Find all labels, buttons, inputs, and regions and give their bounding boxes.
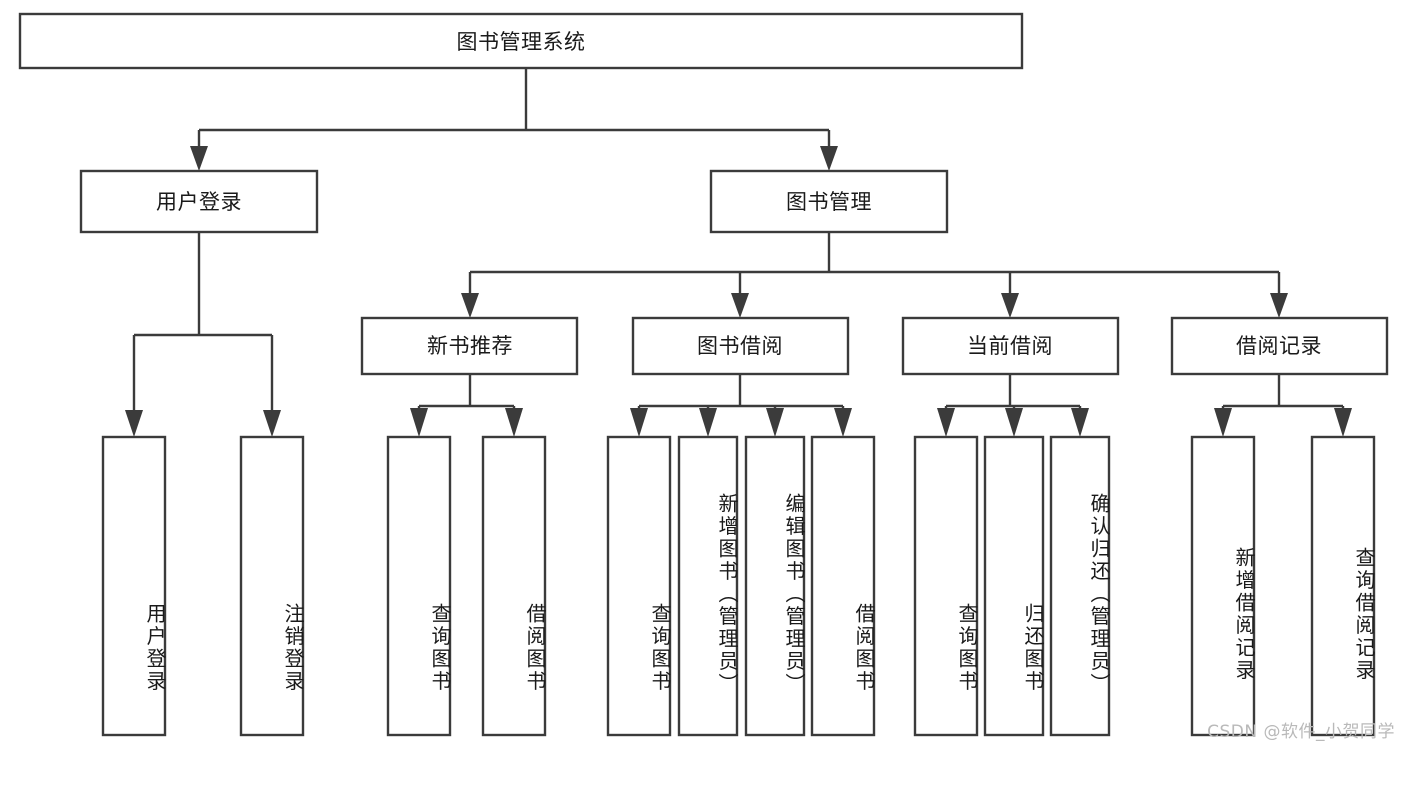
node-user-login-label: 用户登录 bbox=[156, 190, 242, 214]
csdn-watermark: CSDN @软件_小贺同学 bbox=[1207, 722, 1395, 742]
connector-group-book-borrow bbox=[630, 374, 852, 437]
node-user-login-box[interactable] bbox=[79, 169, 319, 234]
diagram-canvas: 图书管理系统 用户登录 图书管理 新书推荐 图书借阅 当前借阅 借阅记录 bbox=[18, 12, 1395, 742]
arrow-head-user-login bbox=[190, 146, 208, 171]
leaf-borrow-book-recommend-box[interactable] bbox=[481, 435, 547, 737]
node-root-box[interactable] bbox=[18, 12, 1024, 70]
leaf-query-book-current-box[interactable] bbox=[913, 435, 979, 737]
leaf-boxes bbox=[101, 435, 1376, 737]
arrow-head-leaf-add-borrow-record bbox=[1214, 408, 1232, 437]
connector-group-new-book-recommend bbox=[410, 374, 523, 437]
node-book-management-box[interactable] bbox=[709, 169, 949, 234]
node-new-book-recommend[interactable]: 新书推荐 bbox=[360, 316, 579, 376]
arrow-head-borrow-record bbox=[1270, 293, 1288, 318]
node-new-book-recommend-label: 新书推荐 bbox=[427, 334, 513, 358]
leaf-return-book-box[interactable] bbox=[983, 435, 1045, 737]
leaf-logout-login-box[interactable] bbox=[239, 435, 305, 737]
node-book-management[interactable]: 图书管理 bbox=[709, 169, 949, 234]
arrow-head-leaf-borrow-book bbox=[834, 408, 852, 437]
node-root-label: 图书管理系统 bbox=[457, 30, 586, 54]
node-root[interactable]: 图书管理系统 bbox=[18, 12, 1024, 70]
arrow-head-book-borrow bbox=[731, 293, 749, 318]
arrow-head-leaf-confirm-return-admin bbox=[1071, 408, 1089, 437]
arrow-head-current-borrow bbox=[1001, 293, 1019, 318]
node-borrow-record-box[interactable] bbox=[1170, 316, 1389, 376]
arrow-head-leaf-add-book-admin bbox=[699, 408, 717, 437]
leaf-add-book-admin-box[interactable] bbox=[677, 435, 739, 737]
arrow-head-leaf-query-book-current bbox=[937, 408, 955, 437]
leaf-query-book-borrow-box[interactable] bbox=[606, 435, 672, 737]
hierarchy-diagram: 图书管理系统 用户登录 图书管理 新书推荐 图书借阅 当前借阅 借阅记录 bbox=[18, 12, 1389, 737]
leaf-add-borrow-record-box[interactable] bbox=[1190, 435, 1256, 737]
node-book-borrow-label: 图书借阅 bbox=[697, 334, 783, 358]
node-current-borrow-label: 当前借阅 bbox=[967, 334, 1053, 358]
arrow-head-leaf-edit-book-admin bbox=[766, 408, 784, 437]
node-book-borrow[interactable]: 图书借阅 bbox=[631, 316, 850, 376]
node-book-management-label: 图书管理 bbox=[786, 190, 872, 214]
leaf-query-borrow-record-box[interactable] bbox=[1310, 435, 1376, 737]
node-borrow-record-label: 借阅记录 bbox=[1236, 334, 1322, 358]
leaf-query-book-recommend-box[interactable] bbox=[386, 435, 452, 737]
connector-group-book-management bbox=[461, 232, 1288, 318]
arrow-head-leaf-query-book-borrow bbox=[630, 408, 648, 437]
arrow-head-leaf-query-book-recommend bbox=[410, 408, 428, 437]
arrow-head-leaf-return-book bbox=[1005, 408, 1023, 437]
arrow-head-new-book-recommend bbox=[461, 293, 479, 318]
node-current-borrow[interactable]: 当前借阅 bbox=[901, 316, 1120, 376]
node-book-borrow-box[interactable] bbox=[631, 316, 850, 376]
connector-group-root bbox=[190, 68, 838, 171]
arrow-head-leaf-logout-login bbox=[263, 410, 281, 437]
leaf-borrow-book-box[interactable] bbox=[810, 435, 876, 737]
leaf-user-login-box[interactable] bbox=[101, 435, 167, 737]
arrow-head-leaf-query-borrow-record bbox=[1334, 408, 1352, 437]
node-borrow-record[interactable]: 借阅记录 bbox=[1170, 316, 1389, 376]
arrow-head-leaf-user-login bbox=[125, 410, 143, 437]
connector-group-borrow-record bbox=[1214, 374, 1352, 437]
arrow-head-book-management bbox=[820, 146, 838, 171]
node-current-borrow-box[interactable] bbox=[901, 316, 1120, 376]
node-user-login[interactable]: 用户登录 bbox=[79, 169, 319, 234]
arrow-head-leaf-borrow-book-recommend bbox=[505, 408, 523, 437]
connector-group-user-login bbox=[125, 232, 281, 437]
leaf-edit-book-admin-box[interactable] bbox=[744, 435, 806, 737]
leaf-confirm-return-admin-box[interactable] bbox=[1049, 435, 1111, 737]
node-new-book-recommend-box[interactable] bbox=[360, 316, 579, 376]
connector-group-current-borrow bbox=[937, 374, 1089, 437]
